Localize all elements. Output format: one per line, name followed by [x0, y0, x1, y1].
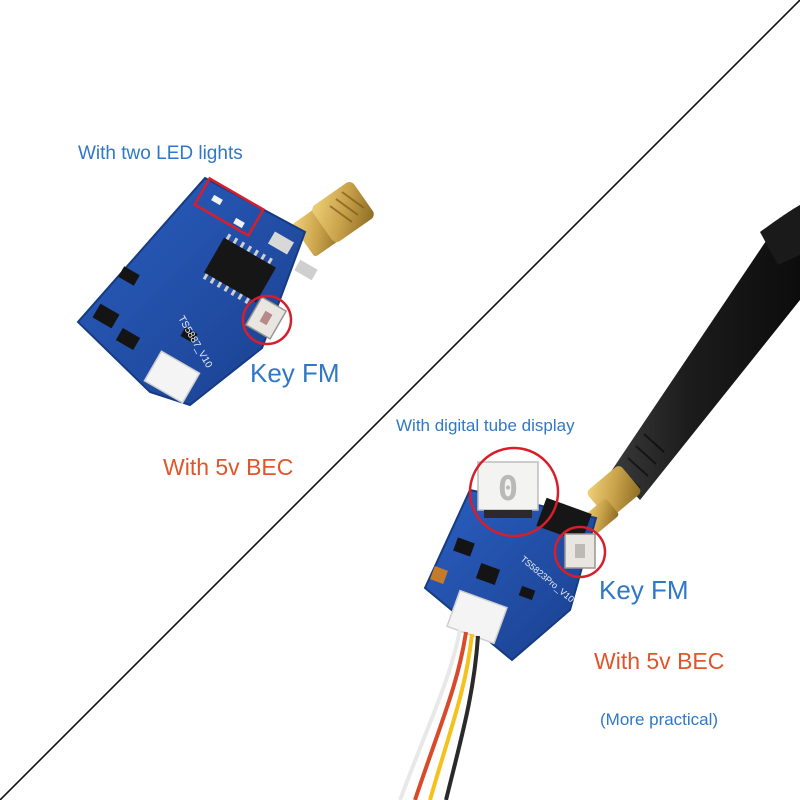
digit-readout: 0	[498, 469, 518, 509]
ic-chip-right	[536, 497, 592, 543]
highlight-led-box	[192, 176, 266, 238]
label-more-practical: (More practical)	[600, 710, 719, 729]
label-digital-tube: With digital tube display	[396, 416, 575, 435]
label-key-fm-right: Key FM	[599, 575, 689, 605]
highlight-display-circle	[468, 446, 560, 538]
highlight-key-circle-left	[241, 294, 293, 346]
digital-tube-display: 0	[477, 461, 539, 518]
label-bec-left: With 5v BEC	[163, 454, 294, 480]
highlight-key-circle-right	[553, 525, 607, 579]
ic-chip-left	[202, 233, 276, 305]
led-light	[233, 217, 245, 229]
connector-left	[143, 350, 201, 404]
wire-harness	[398, 629, 480, 800]
sma-connector-left	[293, 181, 374, 257]
left-transmitter-module: TS5887_V10	[76, 176, 374, 407]
label-led-lights: With two LED lights	[78, 143, 243, 164]
led-light	[211, 194, 223, 206]
label-bec-right: With 5v BEC	[594, 648, 725, 674]
label-key-fm-left: Key FM	[250, 358, 340, 388]
right-transmitter-module: 0 TS5823Pro_V10	[398, 205, 800, 800]
antenna	[612, 205, 800, 500]
